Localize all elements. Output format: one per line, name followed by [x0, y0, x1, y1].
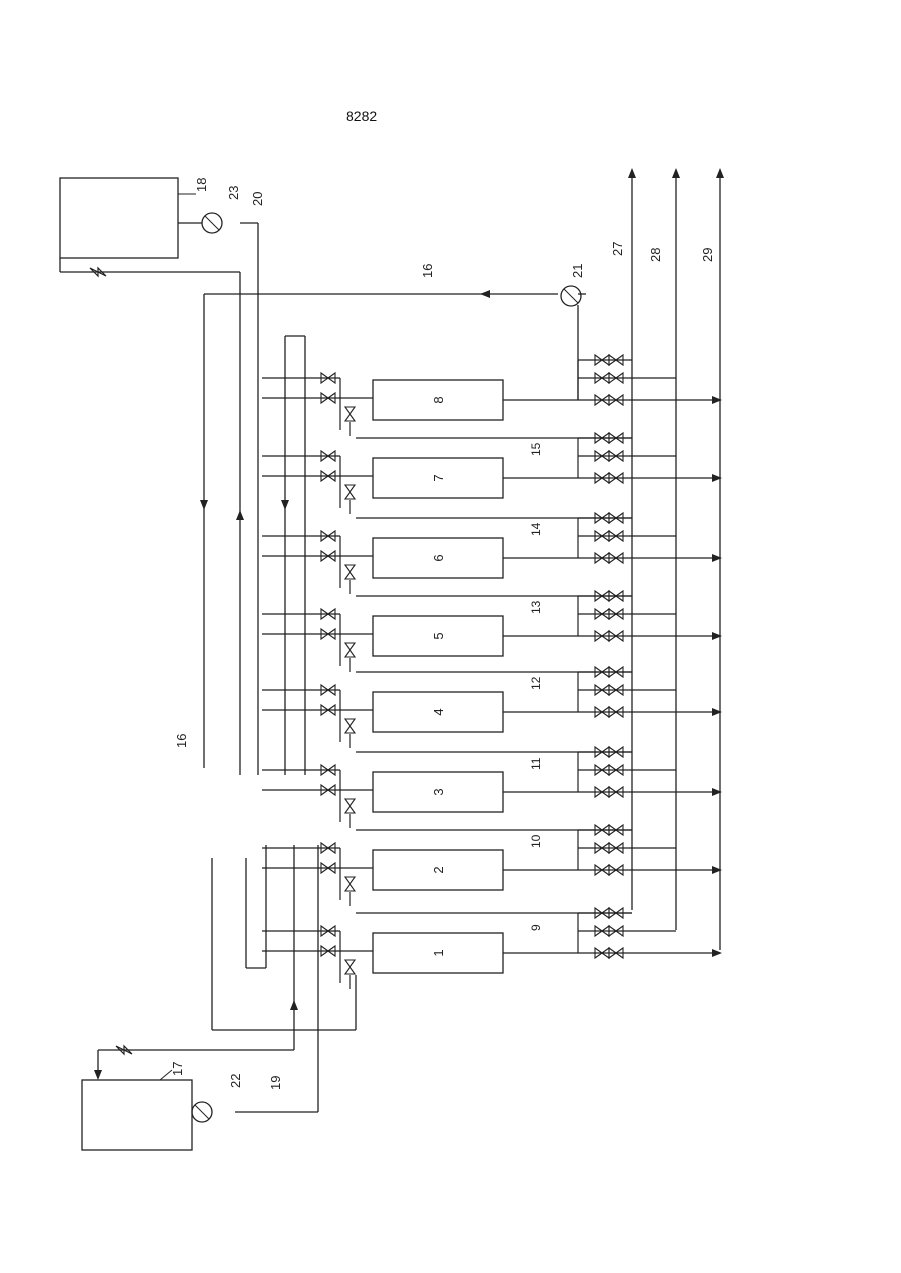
outlet-28-label: 28: [648, 248, 663, 262]
reactor-line-10-label: 10: [529, 834, 543, 848]
reactor-line-13-label: 13: [529, 600, 543, 614]
pump-22: 22: [192, 1074, 243, 1122]
tank-17: [82, 1080, 192, 1150]
reactor-1-outlet-arrow: [712, 949, 722, 957]
line-16-lower-label: 16: [174, 734, 189, 748]
outlet-29-label: 29: [700, 248, 715, 262]
reactor-line-9-label: 9: [529, 924, 543, 931]
line-19-label: 19: [268, 1076, 283, 1090]
reactor-8-bypass-valve: [345, 407, 355, 421]
reactor-4-bypass-valve: [345, 719, 355, 733]
reactor-7-label: 7: [431, 474, 446, 481]
static-valves: [90, 268, 132, 1054]
reactor-3-bypass-valve: [345, 799, 355, 813]
reactor-7-bypass-valve: [345, 485, 355, 499]
reactor-5-label: 5: [431, 632, 446, 639]
outlet-27-label: 27: [610, 242, 625, 256]
reactor-1-bypass-valve: [345, 960, 355, 974]
tank-18: [60, 178, 178, 258]
reactor-line-11-label: 11: [529, 757, 543, 770]
pump-22-label: 22: [228, 1074, 243, 1088]
reactor-6-bypass-valve: [345, 565, 355, 579]
reactor-line-15-label: 15: [529, 442, 543, 456]
reactor-4-label: 4: [431, 708, 446, 715]
reactor-line-14-label: 14: [529, 522, 543, 536]
pump-21: 21: [561, 264, 585, 306]
line-20-label: 20: [250, 192, 265, 206]
reactor-2-label: 2: [431, 866, 446, 873]
reactor-line-12-label: 12: [529, 676, 543, 690]
reactor-6-label: 6: [431, 554, 446, 561]
pump-23-label: 23: [226, 186, 241, 200]
reactor-5-bypass-valve: [345, 643, 355, 657]
reactor-3-label: 3: [431, 788, 446, 795]
reactor-2-bypass-valve: [345, 877, 355, 891]
tank-17-label: 17: [170, 1062, 185, 1076]
diagram-labels: 18 17 23 21 22 20 16: [60, 178, 715, 1150]
line-16-label: 16: [420, 264, 435, 278]
pump-21-label: 21: [570, 264, 585, 278]
tank-18-label: 18: [194, 178, 209, 192]
reactor-1-label: 1: [431, 949, 446, 956]
static-piping: [60, 175, 720, 1112]
reactor-8-label: 8: [431, 396, 446, 403]
flow-arrows: [94, 168, 724, 1080]
reactor-units: 1 9 2 10 3 11 4 12 5 13 6 14 7 15 8: [262, 355, 722, 989]
